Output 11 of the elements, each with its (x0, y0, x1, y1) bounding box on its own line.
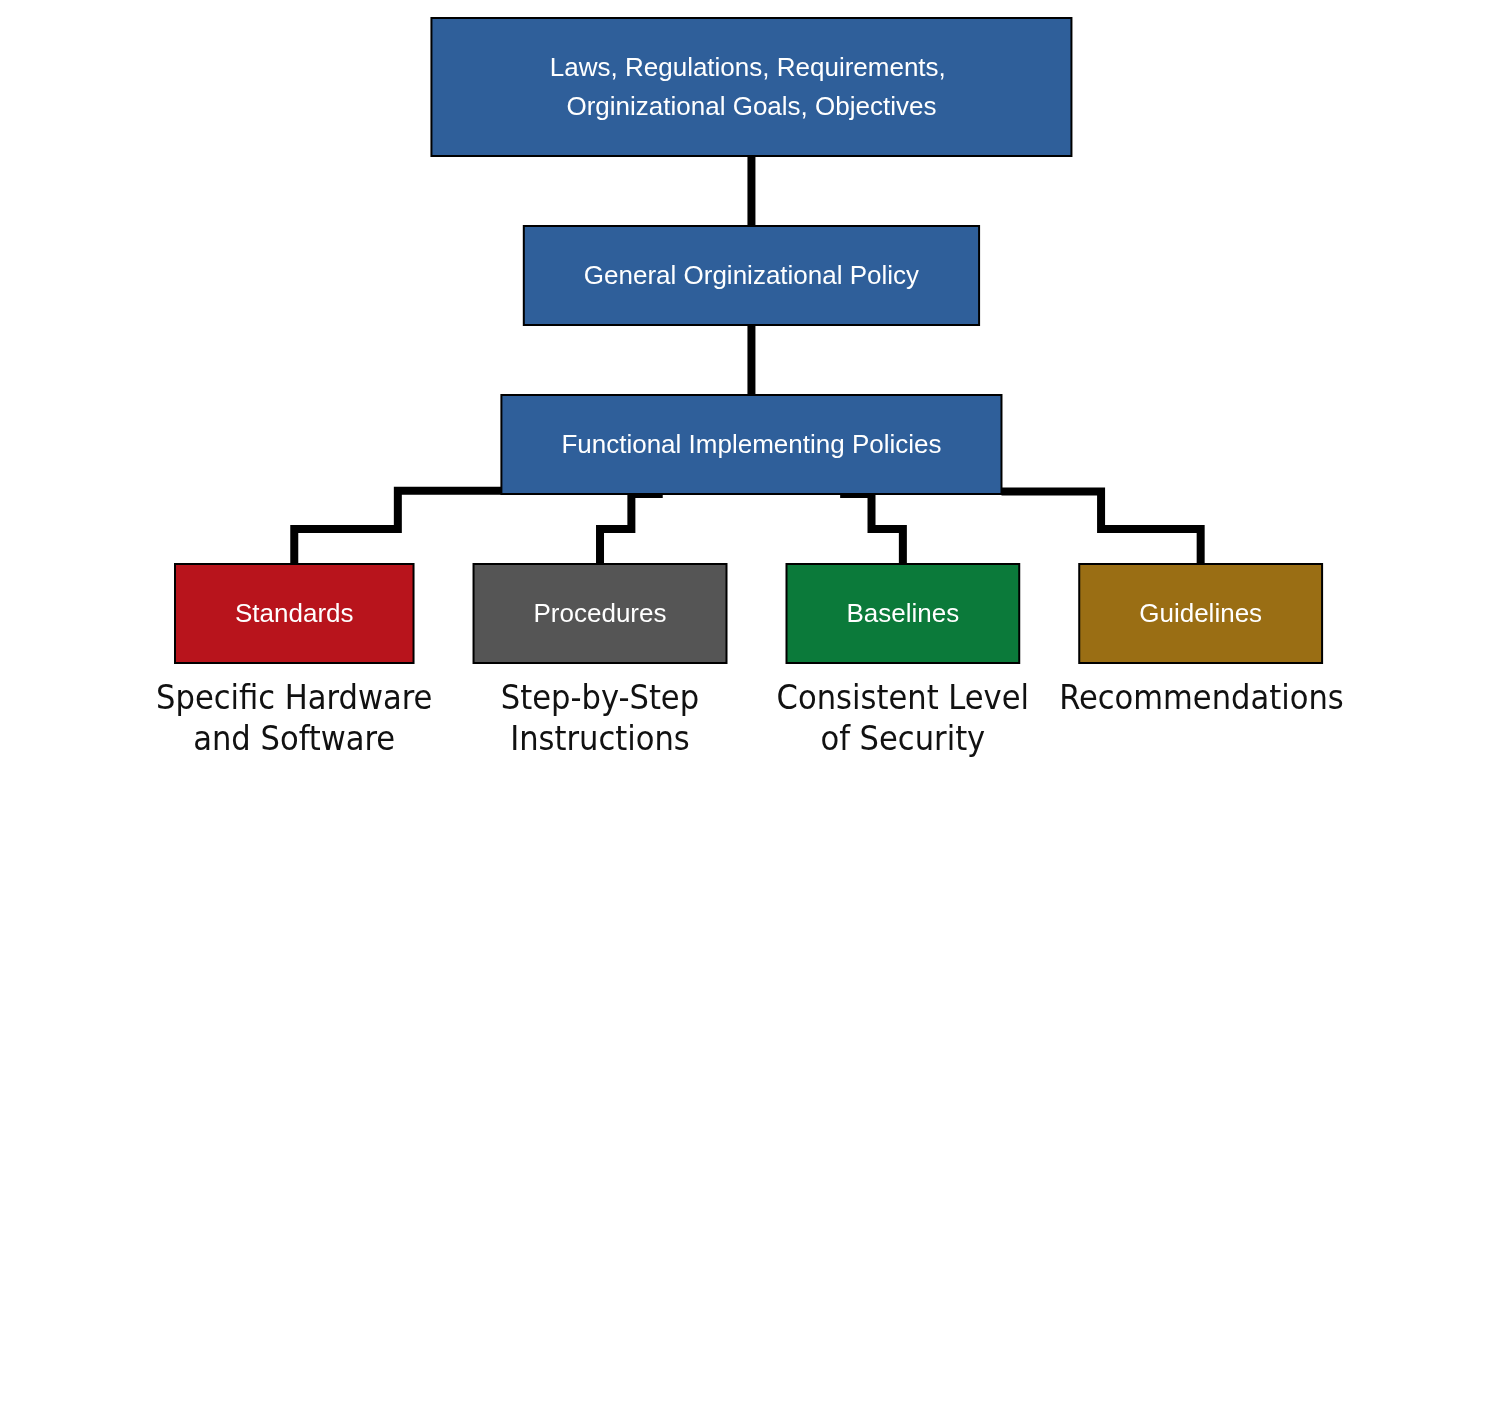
node-box: Procedures (472, 563, 728, 664)
node-description: Step-by-Step Instructions (499, 677, 701, 759)
node-box: General Orginizational Policy (522, 225, 981, 326)
node-box: Baselines (785, 563, 1021, 664)
node-description: Recommendations (1059, 677, 1343, 718)
node-description: Specific Hardware and Software (155, 677, 434, 759)
node-description: Consistent Level of Security (775, 677, 1031, 759)
node-box: Functional Implementing Policies (500, 394, 1003, 495)
node-box: Standards (173, 563, 415, 664)
node-box: Laws, Regulations, Requirements, Orginizational Goals, Objectives (430, 17, 1073, 157)
node-box: Guidelines (1078, 563, 1324, 664)
